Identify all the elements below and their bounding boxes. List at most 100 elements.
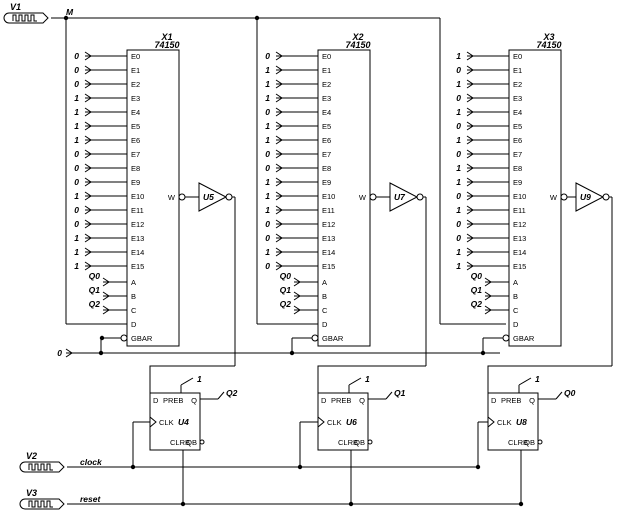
input-value: 1 [74, 107, 79, 117]
inversion-bubble [502, 334, 510, 342]
input-value: 0 [456, 121, 461, 131]
input-value: 1 [265, 205, 270, 215]
input-arrow [65, 348, 73, 358]
select-net-label: Q0 [280, 271, 292, 281]
select-net-label: Q2 [89, 299, 101, 309]
flipflop-body [317, 392, 369, 451]
input-arrow [484, 291, 492, 301]
pin-label: E9 [513, 178, 522, 187]
mux-ref: X2 [351, 32, 363, 42]
pin-label: Q [529, 396, 535, 405]
source-ref: V3 [26, 488, 37, 498]
pin-label: E3 [513, 94, 522, 103]
input-value: 1 [74, 135, 79, 145]
pin-label: B [322, 292, 327, 301]
input-value: 0 [74, 149, 79, 159]
pin-label: E15 [513, 262, 526, 271]
pin-label: W [168, 193, 176, 202]
input-arrow [84, 191, 92, 201]
q-tick [217, 391, 225, 400]
input-arrow [466, 205, 474, 215]
input-arrow [275, 205, 283, 215]
wire-to-d [317, 365, 426, 399]
input-value: 0 [456, 191, 461, 201]
pin-label: A [131, 278, 136, 287]
input-arrow [275, 51, 283, 61]
pin-label: Q [191, 396, 197, 405]
input-arrow [275, 79, 283, 89]
pin-label: E8 [322, 164, 331, 173]
input-arrow [102, 277, 110, 287]
pin-label: E0 [131, 52, 140, 61]
input-arrow [84, 205, 92, 215]
junction-dot [99, 335, 105, 341]
select-net-label: Q1 [471, 285, 483, 295]
input-value: 0 [74, 79, 79, 89]
pin-label: E10 [131, 192, 144, 201]
inverter-u5: U5 [198, 182, 233, 212]
inverter-ref: U7 [394, 192, 406, 202]
mux-part: 74150 [536, 40, 561, 50]
pin-label: E12 [513, 220, 526, 229]
inversion-bubble [537, 439, 543, 445]
pin-label: Q [359, 396, 365, 405]
input-arrow [466, 163, 474, 173]
pulse-waveform-icon [28, 463, 53, 471]
pin-label: E3 [131, 94, 140, 103]
gbar-input: 0 [57, 348, 73, 358]
pin-label: E9 [322, 178, 331, 187]
input-arrow [275, 163, 283, 173]
input-value: 1 [265, 135, 270, 145]
input-arrow [84, 177, 92, 187]
pin-label: PREB [331, 396, 351, 405]
input-value: 0 [265, 261, 270, 271]
pin-label: D [491, 396, 497, 405]
input-arrow [466, 51, 474, 61]
input-arrow [275, 121, 283, 131]
input-value: 1 [456, 107, 461, 117]
input-arrow [466, 107, 474, 117]
input-arrow [466, 135, 474, 145]
input-value: 0 [456, 233, 461, 243]
junction-dot [480, 350, 486, 356]
select-net-label: Q0 [89, 271, 101, 281]
source-ref: V1 [10, 2, 21, 12]
pin-label: PREB [163, 396, 183, 405]
input-arrow [275, 93, 283, 103]
input-arrow [466, 233, 474, 243]
input-value: 1 [265, 247, 270, 257]
input-value: 0 [265, 51, 270, 61]
mux-part: 74150 [154, 40, 179, 50]
pin-label: C [322, 306, 328, 315]
inversion-bubble [602, 193, 610, 201]
input-arrow [466, 191, 474, 201]
input-value: 1 [265, 121, 270, 131]
inversion-bubble [416, 193, 424, 201]
input-value: 0 [265, 219, 270, 229]
pin-label: E2 [131, 80, 140, 89]
pin-label: B [513, 292, 518, 301]
input-arrow [84, 107, 92, 117]
pin-label: E5 [322, 122, 331, 131]
wire-to-d [149, 365, 235, 399]
input-arrow [484, 305, 492, 315]
pin-label: E15 [131, 262, 144, 271]
input-value: 1 [265, 65, 270, 75]
pin-label: CLRB [508, 438, 528, 447]
junction-dot [98, 350, 104, 356]
gbar-value: 0 [57, 348, 62, 358]
input-value: 1 [456, 51, 461, 61]
pin-label: E13 [322, 234, 335, 243]
pin-label: B [131, 292, 136, 301]
input-value: 1 [456, 247, 461, 257]
input-arrow [484, 277, 492, 287]
pin-label: D [513, 320, 519, 329]
pin-label: A [322, 278, 327, 287]
input-arrow [84, 233, 92, 243]
pin-label: E2 [513, 80, 522, 89]
pin-label: E14 [322, 248, 335, 257]
q-net-label: Q0 [564, 388, 576, 398]
input-value: 1 [265, 93, 270, 103]
inverter-u7: U7 [389, 182, 424, 212]
